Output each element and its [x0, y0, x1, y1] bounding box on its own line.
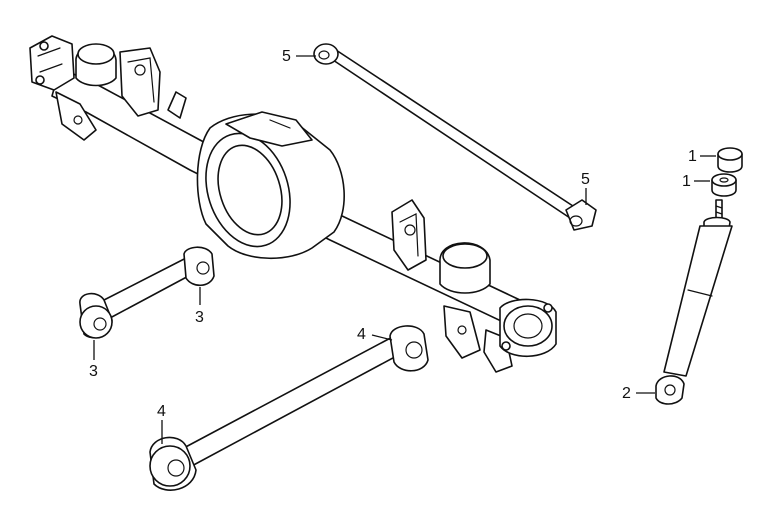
callout-label-1-top: 1	[688, 148, 697, 165]
callout-label-5-right: 5	[581, 171, 590, 188]
short-lower-link	[79, 246, 215, 339]
upper-link-rod	[313, 43, 597, 231]
upper-bushings	[711, 147, 743, 197]
callout-label-1-bottom: 1	[682, 173, 691, 190]
callout-label-4-left: 4	[157, 403, 166, 420]
rear-axle-housing	[29, 35, 557, 373]
long-lower-link	[149, 325, 429, 491]
callout-label-3-left: 3	[89, 363, 98, 380]
shock-absorber	[655, 199, 733, 405]
callout-label-3-right: 3	[195, 309, 204, 326]
callout-label-2: 2	[622, 385, 631, 402]
leader-lines	[93, 55, 716, 444]
callout-label-5-upper: 5	[282, 48, 291, 65]
callout-label-4-right: 4	[357, 326, 366, 343]
